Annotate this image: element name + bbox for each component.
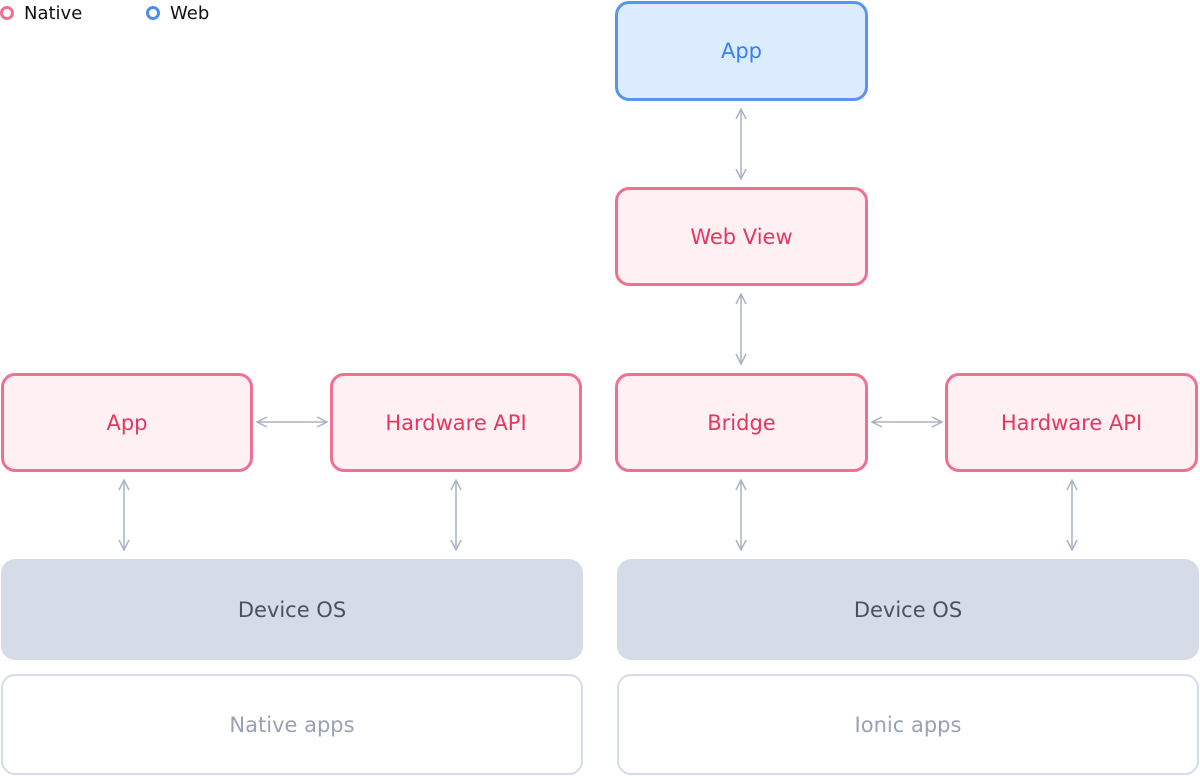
bridge-box: Bridge [615, 373, 868, 472]
native-apps-caption-box: Native apps [1, 674, 583, 775]
native-app-label: App [106, 410, 148, 435]
native-device-os-box: Device OS [1, 559, 583, 660]
web-view-box: Web View [615, 187, 868, 286]
ionic-apps-caption: Ionic apps [854, 712, 962, 737]
ionic-apps-caption-box: Ionic apps [617, 674, 1199, 775]
ionic-app-label: App [720, 39, 763, 63]
ionic-app-box: App [615, 1, 868, 101]
legend-web: Web [146, 2, 209, 24]
legend-web-label: Web [170, 2, 210, 24]
native-device-os-label: Device OS [237, 597, 347, 622]
native-hardware-api-box: Hardware API [330, 373, 582, 472]
native-legend-circle-icon [0, 6, 14, 20]
web-view-label: Web View [690, 224, 793, 249]
ionic-device-os-label: Device OS [853, 597, 963, 622]
web-legend-circle-icon [146, 6, 160, 20]
legend-native: Native [0, 2, 82, 24]
ionic-hardware-api-box: Hardware API [945, 373, 1198, 472]
bridge-label: Bridge [707, 410, 776, 435]
ionic-device-os-box: Device OS [617, 559, 1199, 660]
ionic-hardware-api-label: Hardware API [1000, 410, 1143, 435]
legend-native-label: Native [24, 2, 83, 24]
native-apps-caption: Native apps [229, 712, 355, 737]
native-hardware-api-label: Hardware API [385, 410, 527, 435]
native-app-box: App [1, 373, 253, 472]
